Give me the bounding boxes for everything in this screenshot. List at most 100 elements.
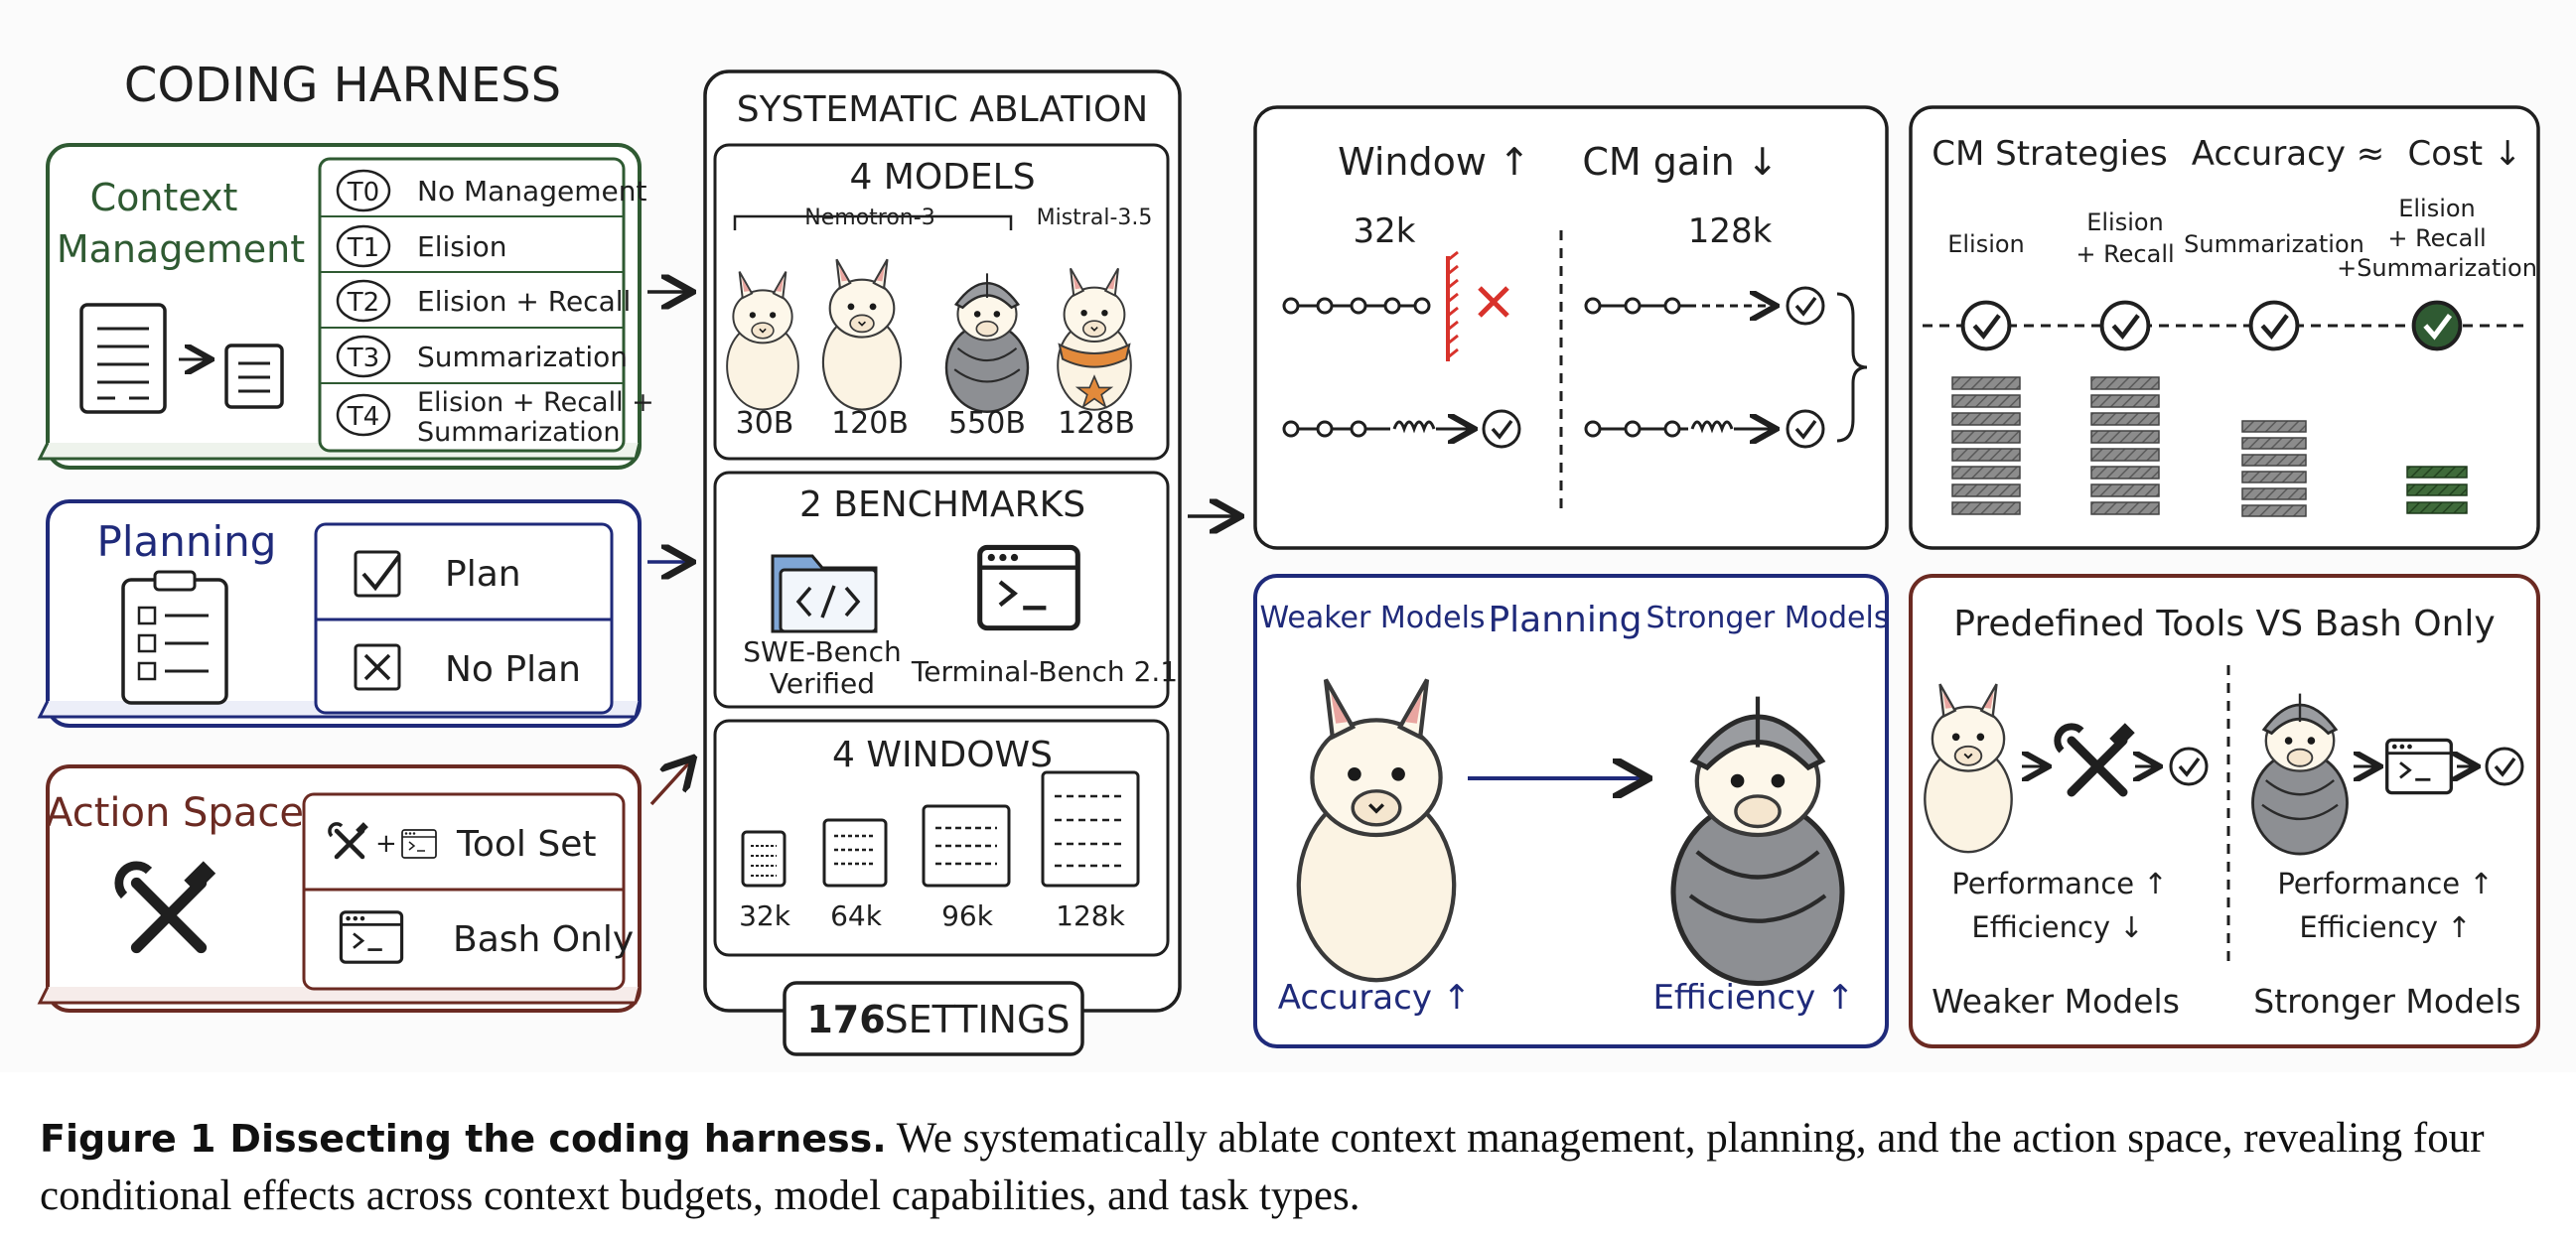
document-icon <box>79 303 167 414</box>
bash-only-option: Bash Only <box>339 910 634 964</box>
trajectory-128k-plain <box>1584 286 1825 326</box>
figure-caption: Figure 1 Dissecting the coding harness. W… <box>40 1110 2542 1225</box>
small-document-icon <box>224 344 284 409</box>
svg-text:Plan: Plan <box>445 554 521 595</box>
left-efficiency: Efficiency ↓ <box>1971 910 2143 944</box>
action-space-panel: Action Space + Tool Set Bash Only <box>37 764 642 1013</box>
check-combined-icon <box>2411 300 2463 351</box>
cm-strategies-title: CM Strategies <box>1932 134 2168 174</box>
ablation-panel: SYSTEMATIC ABLATION 4 MODELS Nemotron-3 … <box>703 69 1182 1056</box>
caption-text: We systematically ablate context managem… <box>40 1115 2485 1219</box>
window-size-128k: 128k <box>1056 899 1125 932</box>
option-t0: T0 No Management <box>336 169 646 212</box>
window-32k-icon <box>741 830 787 888</box>
tools-vs-bash-panel: Predefined Tools VS Bash Only Performanc… <box>1909 574 2540 1048</box>
window-128k-icon <box>1041 770 1140 888</box>
window-title: Window ↑ <box>1338 140 1530 184</box>
cm-gain-title: CM gain ↓ <box>1582 140 1778 184</box>
planning-title: Planning <box>97 517 277 566</box>
trajectory-128k-managed <box>1584 409 1825 449</box>
window-96k-icon <box>922 804 1011 888</box>
stronger-models-bottom: Stronger Models <box>2253 982 2520 1021</box>
strategy-all-l3: +Summarization <box>2337 254 2537 282</box>
stronger-models-label: Stronger Models <box>1646 601 1890 635</box>
context-title-1: Context <box>90 176 238 219</box>
cost-bars-combined <box>2406 466 2468 514</box>
benchmarks-title: 2 BENCHMARKS <box>799 484 1085 525</box>
cost-bars-recall <box>2090 376 2160 515</box>
option-t4: T4 Elision + Recall + Summarization <box>336 387 654 448</box>
mistral-label: Mistral-3.5 <box>1037 206 1153 230</box>
benchmark-swe-line1: SWE-Bench <box>743 635 902 668</box>
check-elision-icon <box>1963 303 2010 349</box>
svg-text:T1: T1 <box>347 233 379 263</box>
models-title: 4 MODELS <box>849 157 1035 198</box>
check-recall-icon <box>2102 303 2149 349</box>
scarf-alpaca-128b-icon <box>1057 267 1132 411</box>
planning-label: Planning <box>1488 600 1642 640</box>
settings-label: SETTINGS <box>884 998 1070 1041</box>
strategy-all-l1: Elision <box>2398 195 2476 222</box>
benchmark-swe-line2: Verified <box>770 667 875 700</box>
check-bash-icon <box>2485 747 2524 786</box>
window-size-96k: 96k <box>941 899 994 932</box>
window-64k-icon <box>822 818 888 888</box>
model-size-120b: 120B <box>831 406 909 441</box>
accuracy-up-label: Accuracy ↑ <box>1278 978 1472 1018</box>
plan-option: Plan <box>354 550 521 598</box>
check-tools-icon <box>2169 747 2209 786</box>
bash-terminal-icon <box>2385 738 2453 795</box>
fail-x-icon <box>1478 286 1509 318</box>
harness-title: CODING HARNESS <box>124 58 561 113</box>
strategy-elision: Elision <box>1947 230 2025 258</box>
strategy-summarization: Summarization <box>2184 230 2364 258</box>
window-size-32k: 32k <box>739 899 791 932</box>
caption-title: Dissecting the coding harness. <box>229 1117 887 1161</box>
window-size-64k: 64k <box>830 899 883 932</box>
label-128k: 128k <box>1688 211 1773 251</box>
option-t2: T2 Elision + Recall <box>336 279 631 323</box>
tool-set-option: + Tool Set <box>330 822 596 865</box>
context-management-panel: Context Management T0 No Management <box>37 143 654 470</box>
svg-text:+: + <box>375 829 397 859</box>
svg-text:Tool Set: Tool Set <box>456 824 596 865</box>
cm-strategies-panel: CM Strategies Accuracy ≈ Cost ↓ Elision … <box>1909 105 2540 550</box>
svg-text:Elision: Elision <box>417 230 507 263</box>
svg-text:T2: T2 <box>347 288 379 318</box>
check-summarization-icon <box>2251 303 2298 349</box>
window-cm-gain-panel: Window ↑ CM gain ↓ 32k 128k <box>1253 105 1889 550</box>
planning-finding-panel: Weaker Models Planning Stronger Models A… <box>1253 574 1890 1048</box>
svg-text:Elision + Recall +: Elision + Recall + <box>417 387 654 418</box>
nemotron-label: Nemotron-3 <box>804 206 934 230</box>
folder-code-icon <box>771 554 878 633</box>
option-t3: T3 Summarization <box>336 335 628 378</box>
accuracy-approx-title: Accuracy ≈ <box>2192 134 2385 174</box>
figure-svg: CODING HARNESS Context Management <box>37 58 2540 1056</box>
svg-text:Elision + Recall: Elision + Recall <box>417 285 631 318</box>
strategy-all-l2: + Recall <box>2387 224 2486 252</box>
svg-text:Bash Only: Bash Only <box>453 919 634 960</box>
svg-text:T0: T0 <box>347 178 379 207</box>
svg-text:T3: T3 <box>347 344 379 373</box>
right-efficiency: Efficiency ↑ <box>2299 910 2471 944</box>
tools-vs-bash-title: Predefined Tools VS Bash Only <box>1953 604 2495 644</box>
trajectory-32k-overflow <box>1282 250 1509 361</box>
svg-text:Summarization: Summarization <box>417 417 620 448</box>
action-title: Action Space <box>46 790 304 836</box>
cost-bars-summarization <box>2241 420 2307 517</box>
model-size-30b: 30B <box>736 406 794 441</box>
brace-icon <box>1836 292 1868 443</box>
model-size-550b: 550B <box>948 406 1026 441</box>
clipboard-icon <box>121 570 228 705</box>
caption-figure-number: Figure 1 <box>40 1117 216 1161</box>
ablation-title: SYSTEMATIC ABLATION <box>737 89 1148 130</box>
planning-panel: Planning Plan No Plan <box>37 499 642 728</box>
svg-text:No Management: No Management <box>417 175 646 207</box>
no-plan-option: No Plan <box>354 643 581 691</box>
strategy-recall-l2: + Recall <box>2075 240 2174 268</box>
right-performance: Performance ↑ <box>2277 867 2493 900</box>
figure-canvas: CODING HARNESS Context Management <box>37 58 2540 1056</box>
settings-count: 176 <box>806 998 885 1041</box>
cost-down-title: Cost ↓ <box>2408 134 2522 174</box>
arrow-action-to-ablation <box>649 760 691 806</box>
